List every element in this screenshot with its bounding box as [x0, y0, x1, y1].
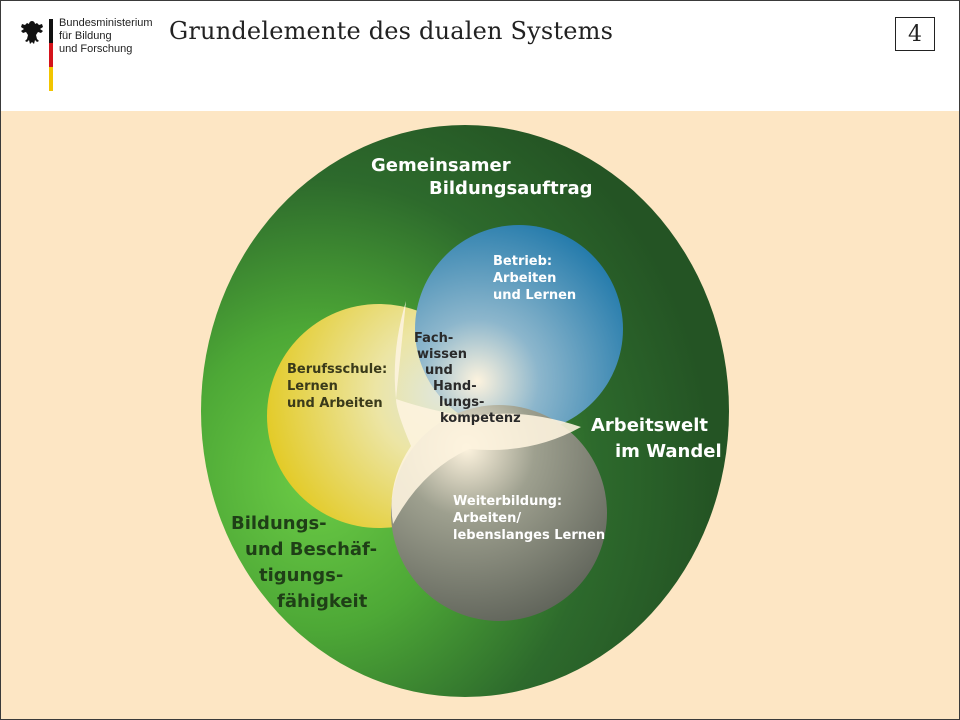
betrieb-label: Betrieb: Arbeiten und Lernen [493, 254, 576, 303]
diagram-panel: Gemeinsamer Bildungsauftrag Arbeitswelt … [1, 111, 959, 719]
weiterbildung-label-line: Weiterbildung: [453, 494, 562, 509]
ministry-name-line: für Bildung [59, 30, 112, 42]
slide-header: Bundesministerium für Bildung und Forsch… [1, 1, 959, 111]
flag-bar [49, 19, 53, 91]
ministry-name: Bundesministerium für Bildung und Forsch… [59, 17, 153, 56]
ministry-name-line: und Forschung [59, 43, 133, 55]
center-label: Fach- wissen und Hand- lungs- kompetenz [414, 331, 521, 426]
outer-left-label-line: tigungs- [259, 565, 343, 586]
weiterbildung-label-line: lebenslanges Lernen [453, 528, 605, 543]
center-area [391, 301, 581, 524]
center-label-line: lungs- [439, 395, 484, 410]
outer-right-label: Arbeitswelt im Wandel [591, 415, 722, 462]
center-label-line: wissen [417, 347, 467, 362]
page-number: 4 [895, 17, 935, 51]
berufsschule-label-line: Berufsschule: [287, 362, 387, 377]
center-label-line: Hand- [433, 379, 477, 394]
weiterbildung-label-line: Arbeiten/ [453, 511, 521, 526]
outer-left-label: Bildungs- und Beschäf- tigungs- fähigkei… [231, 513, 383, 612]
berufsschule-label-line: Lernen [287, 379, 338, 394]
center-label-line: kompetenz [440, 411, 521, 426]
center-label-line: Fach- [414, 331, 453, 346]
ministry-name-line: Bundesministerium [59, 17, 153, 29]
dual-system-diagram: Gemeinsamer Bildungsauftrag Arbeitswelt … [201, 125, 729, 697]
center-label-line: und [425, 363, 453, 378]
ministry-logo: Bundesministerium für Bildung und Forsch… [19, 17, 169, 97]
betrieb-label-line: und Lernen [493, 288, 576, 303]
outer-left-label-line: und Beschäf- [245, 539, 377, 560]
outer-left-label-line: Bildungs- [231, 513, 327, 534]
weiterbildung-label: Weiterbildung: Arbeiten/ lebenslanges Le… [453, 494, 605, 543]
eagle-icon [21, 21, 43, 44]
betrieb-label-line: Arbeiten [493, 271, 556, 286]
outer-right-label-line: Arbeitswelt [591, 415, 708, 436]
berufsschule-label-line: und Arbeiten [287, 396, 383, 411]
betrieb-label-line: Betrieb: [493, 254, 552, 269]
outer-top-label-line: Gemeinsamer [371, 155, 511, 176]
outer-left-label-line: fähigkeit [277, 591, 368, 612]
circle-betrieb [415, 225, 623, 433]
outer-top-label-line: Bildungsauftrag [429, 178, 592, 199]
outer-top-label: Gemeinsamer Bildungsauftrag [371, 155, 592, 199]
page-title: Grundelemente des dualen Systems [169, 17, 614, 45]
outer-right-label-line: im Wandel [615, 441, 722, 462]
berufsschule-label: Berufsschule: Lernen und Arbeiten [287, 362, 392, 411]
